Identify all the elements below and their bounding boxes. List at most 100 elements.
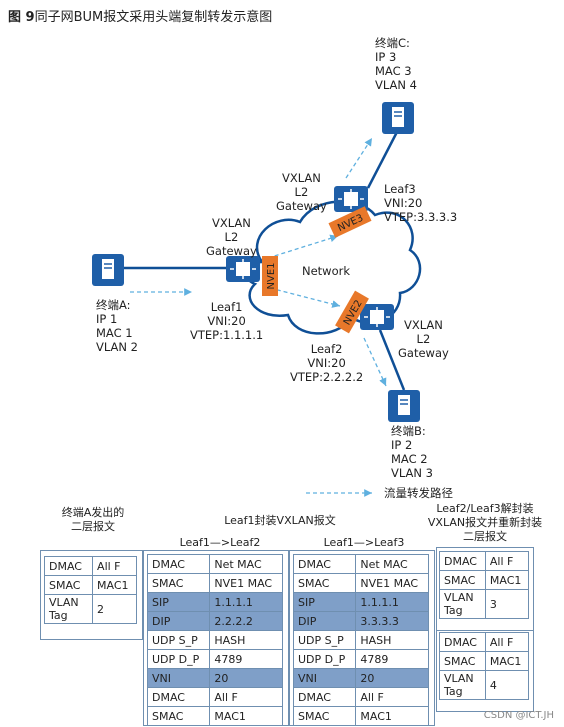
field-value-cell: 3.3.3.3	[355, 611, 429, 631]
field-name-cell: DMAC	[439, 551, 486, 571]
field-name-cell: SMAC	[292, 573, 357, 593]
field-name-cell: UDP S_P	[146, 630, 211, 650]
flow-arrow-leaf1-leaf2	[269, 287, 341, 308]
field-value-cell: MAC1	[355, 706, 429, 726]
field-value-cell: HASH	[355, 630, 429, 650]
field-name-cell: SMAC	[292, 706, 357, 726]
field-value-cell: MAC1	[484, 651, 530, 671]
field-value-cell: All F	[355, 687, 429, 707]
table-d2-frame	[436, 630, 534, 712]
gateway-label-leaf3: VXLAN L2 Gateway	[276, 171, 327, 213]
field-name-cell: DMAC	[43, 556, 94, 576]
field-value-cell: All F	[484, 632, 530, 652]
leaf3-switch-icon	[334, 186, 368, 212]
terminal-b-icon	[388, 390, 420, 422]
field-value-cell: 1.1.1.1	[209, 592, 283, 612]
flow-arrow-leaf3-c	[345, 137, 373, 179]
table-d-title: Leaf2/Leaf3解封装 VXLAN报文并重新封装 二层报文	[427, 502, 543, 543]
field-name-cell: SMAC	[146, 573, 211, 593]
field-name-cell: DMAC	[439, 632, 486, 652]
terminal-c-icon	[382, 102, 414, 134]
field-value-cell: 20	[355, 668, 429, 688]
leaf2-label: Leaf2 VNI:20 VTEP:2.2.2.2	[290, 342, 364, 384]
field-value-cell: MAC1	[484, 570, 530, 590]
terminal-a-label: 终端A: IP 1 MAC 1 VLAN 2	[96, 298, 138, 354]
field-name-cell: SIP	[146, 592, 211, 612]
field-name-cell: DMAC	[292, 554, 357, 574]
field-name-cell: VNI	[146, 668, 211, 688]
field-name-cell: VLAN Tag	[439, 670, 486, 700]
field-value-cell: Net MAC	[355, 554, 429, 574]
nve1-label: NVE1	[266, 262, 277, 289]
field-value-cell: All F	[209, 687, 283, 707]
field-value-cell: 4789	[209, 649, 283, 669]
field-name-cell: VNI	[292, 668, 357, 688]
gateway-label-leaf1: VXLAN L2 Gateway	[206, 216, 257, 258]
field-name-cell: UDP D_P	[292, 649, 357, 669]
figure-title-text: 同子网BUM报文采用头端复制转发示意图	[34, 10, 273, 25]
field-name-cell: UDP D_P	[146, 649, 211, 669]
field-name-cell: SMAC	[43, 575, 94, 595]
legend-label: 流量转发路径	[384, 486, 453, 500]
link-leaf2-b	[378, 329, 406, 391]
field-value-cell: NVE1 MAC	[355, 573, 429, 593]
field-name-cell: DMAC	[292, 687, 357, 707]
terminal-b-label: 终端B: IP 2 MAC 2 VLAN 3	[391, 424, 433, 480]
network-cloud	[244, 200, 422, 335]
field-name-cell: SMAC	[439, 651, 486, 671]
field-value-cell: 4	[484, 670, 530, 700]
table-a-frame	[40, 550, 143, 640]
field-name-cell: VLAN Tag	[43, 594, 94, 624]
field-name-cell: SMAC	[439, 570, 486, 590]
field-value-cell: 4789	[355, 649, 429, 669]
field-name-cell: SMAC	[146, 706, 211, 726]
table-a-title: 终端A发出的 二层报文	[61, 506, 125, 533]
table-l2-title: Leaf1—>Leaf2	[179, 536, 261, 549]
field-name-cell: UDP S_P	[292, 630, 357, 650]
field-value-cell: 1.1.1.1	[355, 592, 429, 612]
figure-title: 图 9同子网BUM报文采用头端复制转发示意图	[8, 6, 272, 25]
field-name-cell: DMAC	[146, 687, 211, 707]
field-value-cell: 2	[92, 594, 137, 624]
leaf2-switch-icon	[360, 304, 394, 330]
table-l3-frame	[289, 550, 435, 726]
field-value-cell: MAC1	[209, 706, 283, 726]
field-name-cell: DIP	[292, 611, 357, 631]
nve1-tag: NVE1	[262, 256, 278, 296]
table-l2-frame	[143, 550, 289, 726]
field-name-cell: DMAC	[146, 554, 211, 574]
flow-arrow-leaf2-b	[363, 337, 387, 387]
figure-label: 图 9	[8, 10, 35, 25]
network-label: Network	[302, 264, 350, 278]
table-l3-title: Leaf1—>Leaf3	[323, 536, 405, 549]
field-value-cell: MAC1	[92, 575, 137, 595]
